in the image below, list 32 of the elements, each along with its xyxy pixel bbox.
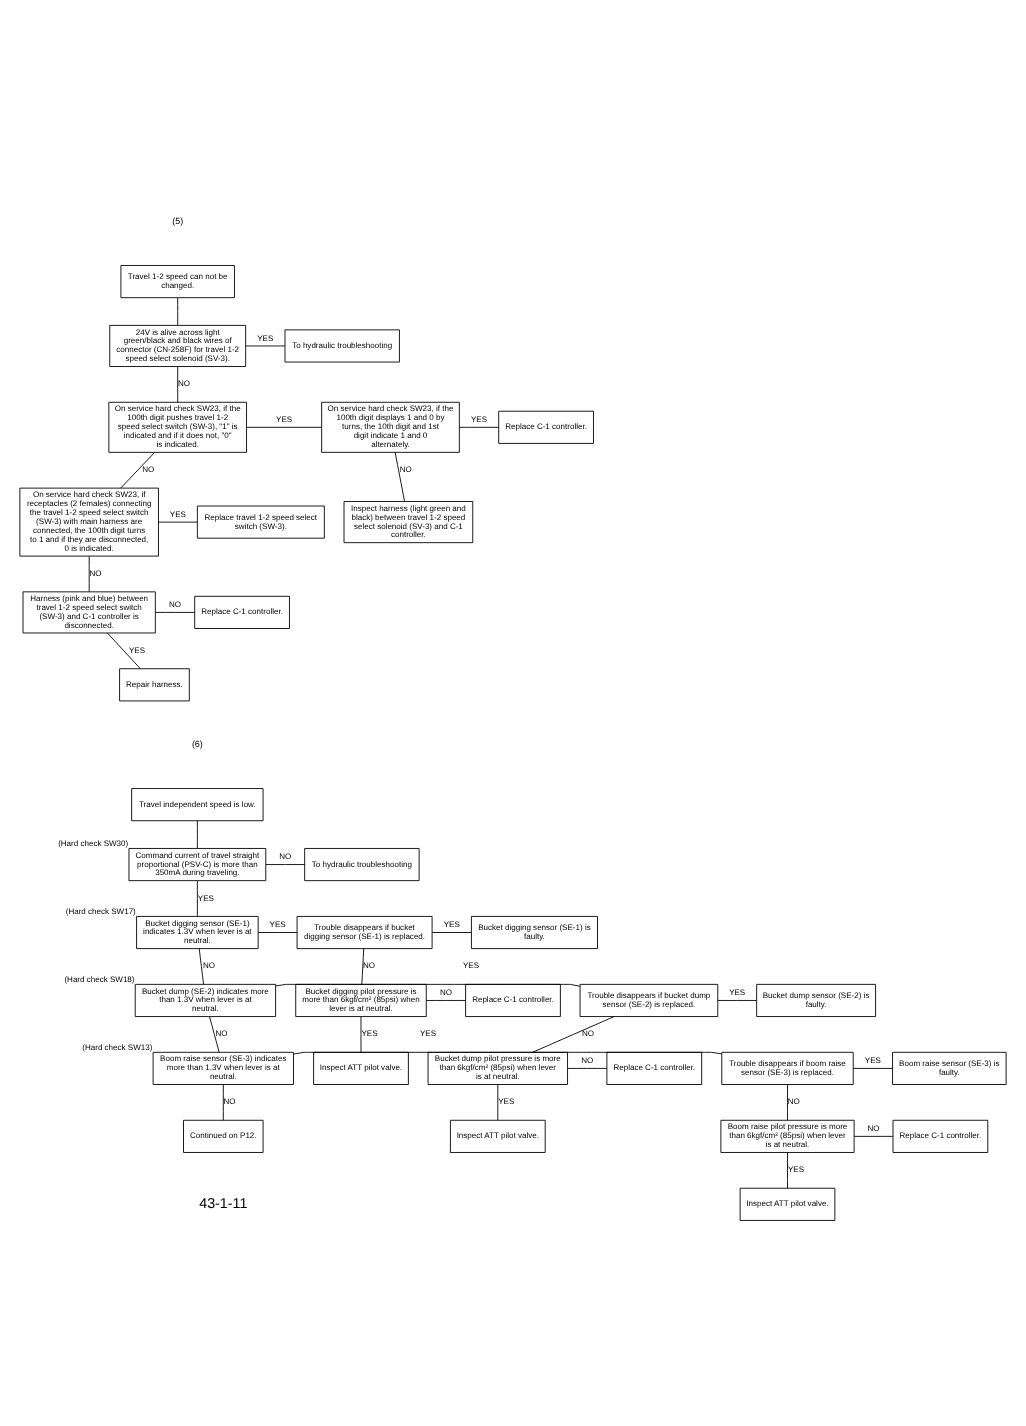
connector (158, 521, 198, 523)
connector (852, 1067, 893, 1069)
connector (497, 1084, 499, 1121)
connector (275, 983, 581, 987)
connector (222, 1084, 224, 1121)
connector (293, 1051, 723, 1055)
connector (532, 1016, 615, 1053)
connector (198, 948, 204, 985)
connector (177, 297, 179, 326)
connector (257, 932, 298, 933)
connector (394, 451, 406, 502)
connector (246, 426, 322, 428)
connector (458, 426, 500, 428)
connector (245, 345, 286, 347)
connector (177, 366, 179, 403)
connector (431, 932, 472, 933)
connector (120, 451, 156, 489)
connector (853, 1135, 894, 1137)
connector (196, 820, 198, 849)
connector (88, 555, 90, 593)
connector (154, 611, 195, 613)
connector (360, 1016, 362, 1053)
connector (361, 948, 365, 985)
connector (787, 1152, 788, 1189)
connector (425, 1000, 467, 1001)
connector (717, 1000, 758, 1001)
connector (567, 1067, 608, 1069)
connector (265, 864, 306, 865)
connector (106, 632, 141, 670)
connector (787, 1084, 788, 1121)
connector (196, 880, 198, 917)
connector (209, 1016, 220, 1053)
